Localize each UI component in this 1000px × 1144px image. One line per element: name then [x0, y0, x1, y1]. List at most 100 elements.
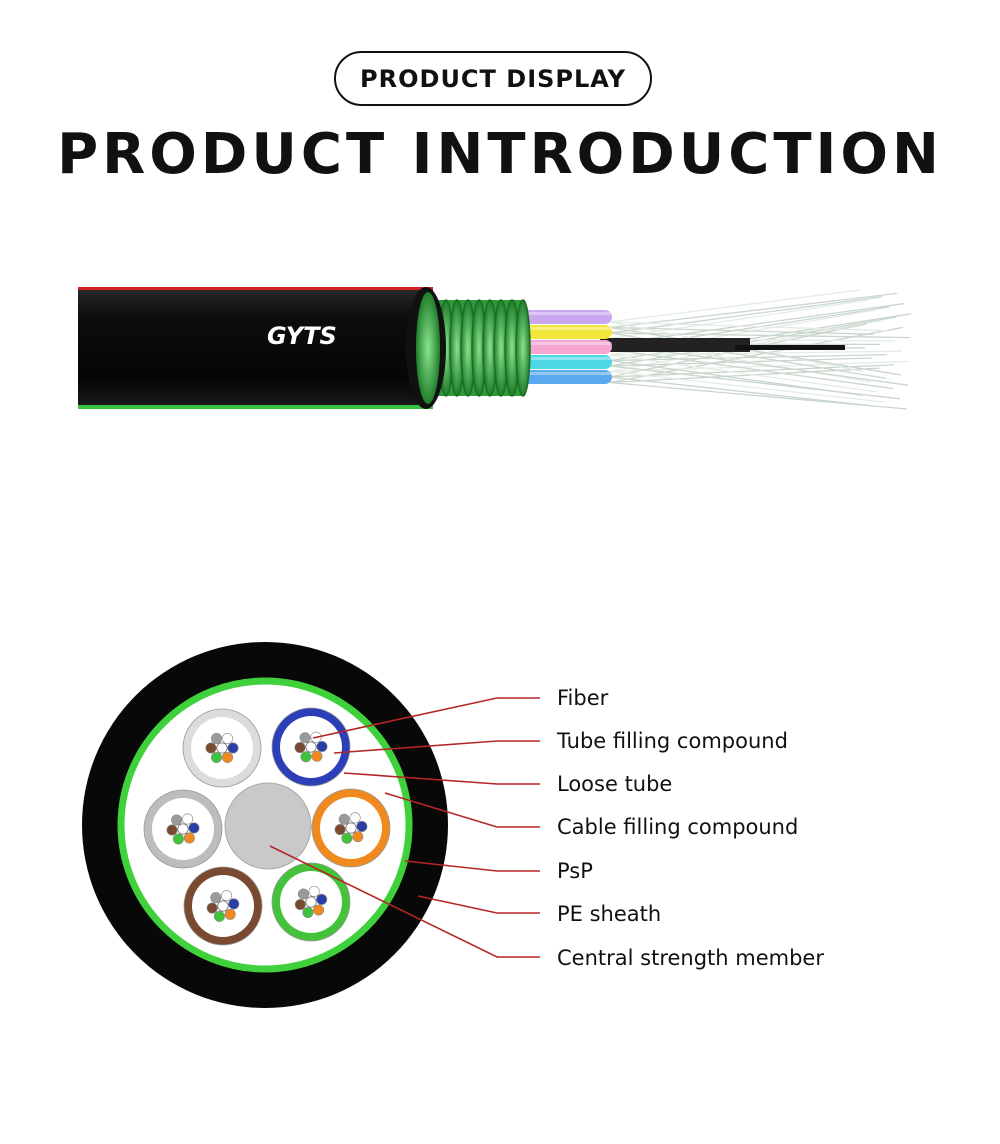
leader-line	[417, 895, 540, 914]
side-loose-tube	[512, 355, 612, 369]
fiber-strand	[609, 354, 879, 393]
fiber-core	[171, 814, 183, 826]
label-central-strength-member: Central strength member	[557, 946, 824, 970]
side-loose-tube	[512, 340, 612, 354]
fiber-core	[188, 822, 200, 834]
fiber-strand	[609, 299, 868, 340]
central-strength-member	[224, 782, 312, 870]
leader-line	[269, 845, 540, 958]
fiber-core	[302, 907, 314, 919]
fiber-core	[177, 823, 189, 835]
fiber-core	[334, 824, 346, 836]
fiber-strand	[609, 365, 901, 400]
side-loose-tube-highlight	[512, 327, 612, 330]
label-cable-filling-compound: Cable filling compound	[557, 815, 799, 839]
fiber-core	[216, 742, 228, 754]
cable-model-label: GYTS	[267, 322, 337, 350]
leader-line	[384, 792, 540, 828]
fiber-core	[210, 892, 222, 904]
fiber-strand	[609, 360, 910, 373]
side-loose-tube-highlight	[512, 357, 612, 360]
leader-line	[404, 860, 540, 872]
leader-line	[312, 697, 540, 739]
side-loose-tube-highlight	[512, 372, 612, 375]
fiber-core	[227, 742, 239, 754]
fiber-strand	[609, 376, 871, 407]
fiber-core	[341, 832, 353, 844]
fiber-core	[338, 813, 350, 825]
fiber-core	[211, 732, 223, 744]
fiber-core	[305, 741, 317, 753]
fiber-core	[349, 812, 361, 824]
label-fiber: Fiber	[557, 686, 609, 710]
armor-end	[416, 292, 440, 404]
fiber-core	[345, 822, 357, 834]
fiber-core	[316, 893, 328, 905]
fiber-core	[206, 902, 218, 914]
red-stripe	[78, 287, 433, 290]
inner-strength-rod-end	[735, 345, 845, 350]
fiber-strand	[609, 302, 905, 345]
fiber-core	[300, 751, 312, 763]
fiber-core	[211, 752, 223, 764]
leader-lines	[269, 697, 540, 958]
side-loose-tube	[512, 325, 612, 339]
side-loose-tube	[512, 310, 612, 324]
fiber-core	[172, 833, 184, 845]
fiber-core	[183, 832, 195, 844]
fiber-strand	[609, 326, 874, 335]
armor-ridge	[515, 299, 531, 397]
fiber-core	[217, 900, 229, 912]
fiber-strand	[609, 296, 883, 334]
fiber-strand	[609, 316, 897, 367]
side-loose-tube-highlight	[512, 342, 612, 345]
fiber-core	[224, 908, 236, 920]
fiber-strand	[609, 370, 886, 403]
fiber-core	[305, 896, 317, 908]
side-loose-tube	[512, 370, 612, 384]
outer-sheath	[78, 287, 433, 409]
fiber-core	[182, 813, 194, 825]
fiber-core	[308, 885, 320, 897]
fiber-strand	[609, 321, 889, 332]
fiber-strand	[609, 367, 880, 384]
loose-tubes-side	[512, 310, 612, 384]
fiber-core	[213, 910, 225, 922]
green-stripe	[78, 405, 433, 409]
fiber-strand	[609, 381, 908, 410]
fiber-strand	[609, 289, 861, 323]
label-pe-sheath: PE sheath	[557, 902, 662, 926]
leader-line	[333, 740, 540, 754]
fiber-core	[166, 824, 178, 836]
fiber-core	[299, 732, 311, 744]
fiber-strand	[609, 332, 911, 339]
fiber-core	[294, 899, 306, 911]
fiber-core	[356, 820, 368, 832]
product-display-badge: PRODUCT DISPLAY	[334, 51, 652, 106]
fiber-strand	[609, 292, 898, 329]
fiber-core	[294, 742, 306, 754]
fiber-strand	[609, 353, 888, 362]
fiber-core	[352, 831, 364, 843]
fiber-core	[221, 890, 233, 902]
fiber-core	[297, 888, 309, 900]
fiber-strand	[609, 348, 894, 390]
fiber-core	[205, 742, 217, 754]
side-loose-tube-highlight	[512, 312, 612, 315]
inner-strength-rod	[600, 338, 750, 352]
label-psp: PsP	[557, 859, 593, 883]
fiber-strand	[609, 364, 895, 378]
fiber-core	[313, 904, 325, 916]
leader-line	[343, 772, 540, 785]
fiber-core	[311, 750, 323, 762]
fiber-strand	[609, 313, 912, 362]
fiber-strand	[609, 350, 903, 356]
label-tube-filling-compound: Tube filling compound	[557, 729, 788, 753]
fiber-core	[222, 732, 234, 744]
loose-tube-group	[143, 707, 391, 946]
fiber-core	[316, 740, 328, 752]
page-title: PRODUCT INTRODUCTION	[57, 122, 943, 187]
fiber-core	[222, 752, 234, 764]
